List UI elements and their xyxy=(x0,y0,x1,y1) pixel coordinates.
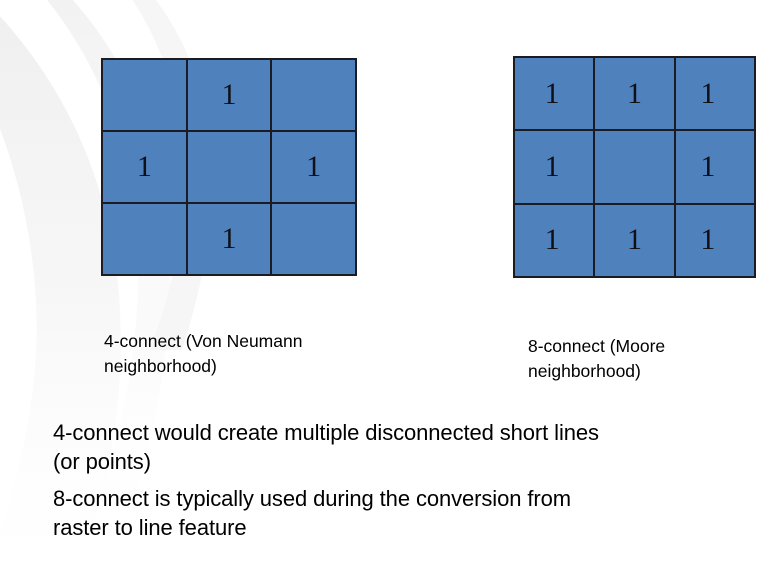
grid-cell: 1 xyxy=(675,58,754,130)
grid-cell: 1 xyxy=(515,58,594,130)
caption-moore: 8-connect (Moore neighborhood) xyxy=(528,336,666,381)
grid-cell xyxy=(272,60,355,130)
grid-cell: 1 xyxy=(515,204,594,276)
grid-cell xyxy=(272,204,355,274)
grid-cell: 1 xyxy=(675,131,754,203)
grid-cell: 1 xyxy=(595,204,674,276)
grid-von-neumann: 1 1 1 1 xyxy=(101,58,357,276)
grid-cell xyxy=(595,131,674,203)
grid-cell: 1 xyxy=(595,58,674,130)
grid-cell xyxy=(187,132,271,202)
grid-cell: 1 xyxy=(515,131,594,203)
body-paragraph-8-connect: 8-connect is typically used during the c… xyxy=(53,486,571,541)
grid-cell xyxy=(103,204,186,274)
grid-moore: 1 1 1 1 1 1 1 1 xyxy=(513,56,756,278)
grid-cell: 1 xyxy=(675,204,754,276)
grid-cell: 1 xyxy=(187,60,271,130)
grid-cell: 1 xyxy=(103,132,186,202)
caption-von-neumann: 4-connect (Von Neumann neighborhood) xyxy=(104,331,303,376)
grid-cell: 1 xyxy=(272,132,355,202)
grid-cell xyxy=(103,60,186,130)
grid-cell: 1 xyxy=(187,204,271,274)
body-paragraph-4-connect: 4-connect would create multiple disconne… xyxy=(53,420,599,475)
